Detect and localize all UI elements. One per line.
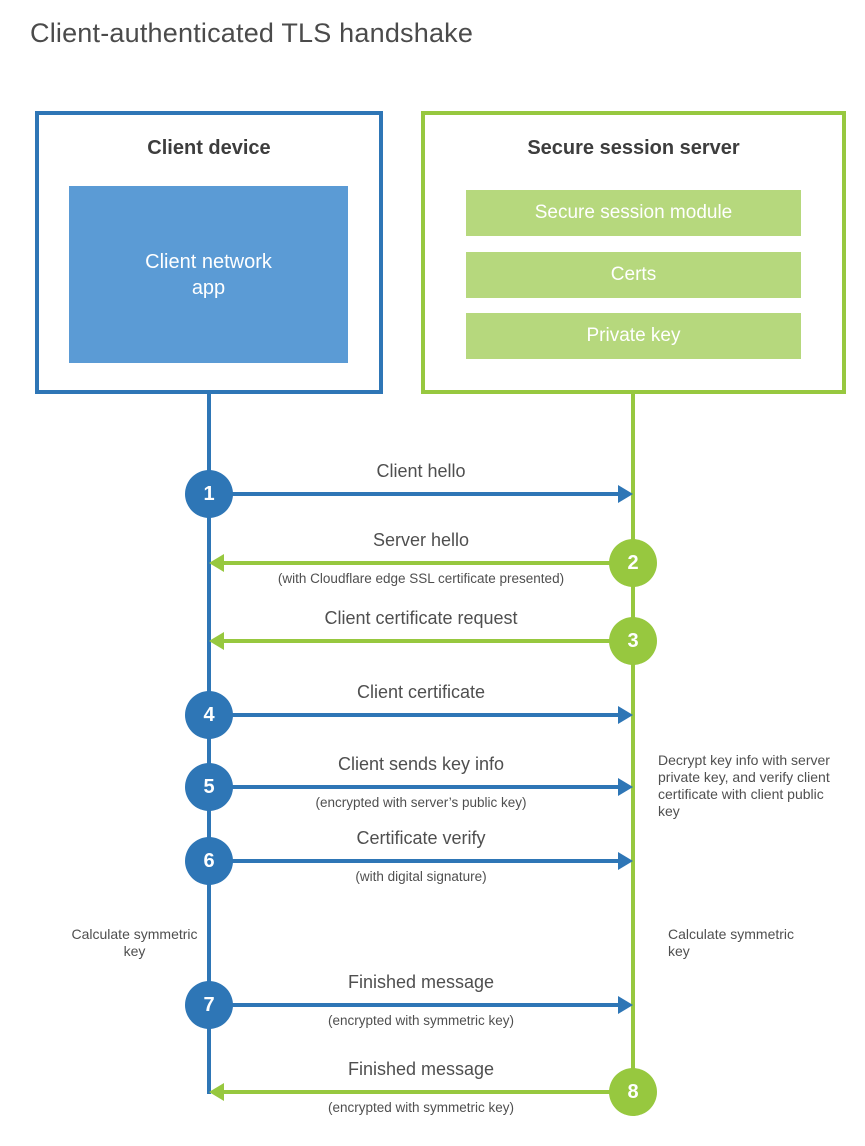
arrowhead-right-icon [618, 852, 633, 870]
step-circle: 8 [609, 1068, 657, 1116]
arrow-line [221, 561, 633, 565]
step-number: 3 [627, 630, 639, 652]
step-circle: 2 [609, 539, 657, 587]
arrow-label: Certificate verify [356, 828, 486, 848]
step-number: 4 [203, 704, 215, 726]
secure-session-server-heading: Secure session server [527, 137, 740, 159]
arrowhead-left-icon [209, 632, 224, 650]
arrow-label: Server hello [372, 530, 470, 550]
arrow-label: Client hello [376, 461, 466, 481]
arrow-label: Finished message [347, 1059, 495, 1079]
arrow-label: Client certificate request [324, 608, 518, 628]
arrow-label: Client sends key info [337, 754, 505, 774]
client-device-box: Client device Client network app [35, 111, 383, 394]
arrowhead-right-icon [618, 485, 633, 503]
arrow-sublabel: (encrypted with symmetric key) [327, 1100, 515, 1115]
step-circle: 6 [185, 837, 233, 885]
step-number: 7 [203, 994, 215, 1016]
arrow-sublabel: (with digital signature) [355, 869, 487, 884]
client-network-app-box: Client network app [69, 186, 348, 363]
arrow-line [209, 785, 621, 789]
certs-bar: Certs [466, 252, 801, 298]
step-circle: 4 [185, 691, 233, 739]
arrow-label: Finished message [347, 972, 495, 992]
arrow-sublabel: (encrypted with symmetric key) [327, 1013, 515, 1028]
arrowhead-left-icon [209, 1083, 224, 1101]
decrypt-note: Decrypt key info with server private key… [658, 752, 830, 819]
calculate-symmetric-key-note-client: Calculate symmetric key [71, 926, 198, 959]
secure-session-server-box: Secure session server Secure session mod… [421, 111, 846, 394]
step-number: 8 [627, 1081, 639, 1103]
client-lifeline [207, 392, 211, 1094]
step-circle: 1 [185, 470, 233, 518]
arrow-line [209, 492, 621, 496]
step-number: 6 [203, 850, 215, 872]
step-number: 1 [203, 483, 215, 505]
arrow-line [209, 1003, 621, 1007]
page-title: Client-authenticated TLS handshake [30, 18, 474, 48]
arrowhead-right-icon [618, 706, 633, 724]
private-key-bar: Private key [466, 313, 801, 359]
server-lifeline [631, 392, 635, 1092]
arrow-label: Client certificate [356, 682, 486, 702]
client-network-app-label: Client network app [145, 250, 272, 299]
arrowhead-right-icon [618, 778, 633, 796]
arrow-line [221, 1090, 633, 1094]
arrowhead-right-icon [618, 996, 633, 1014]
step-circle: 5 [185, 763, 233, 811]
arrow-sublabel: (encrypted with server’s public key) [315, 795, 527, 810]
arrowhead-left-icon [209, 554, 224, 572]
arrow-line [221, 639, 633, 643]
step-circle: 3 [609, 617, 657, 665]
secure-session-module-bar: Secure session module [466, 190, 801, 236]
client-device-heading: Client device [147, 137, 271, 159]
step-number: 2 [627, 552, 639, 574]
arrow-line [209, 859, 621, 863]
step-circle: 7 [185, 981, 233, 1029]
arrow-sublabel: (with Cloudflare edge SSL certificate pr… [277, 571, 565, 586]
calculate-symmetric-key-note-server: Calculate symmetric key [668, 926, 795, 959]
step-number: 5 [203, 776, 215, 798]
arrow-line [209, 713, 621, 717]
